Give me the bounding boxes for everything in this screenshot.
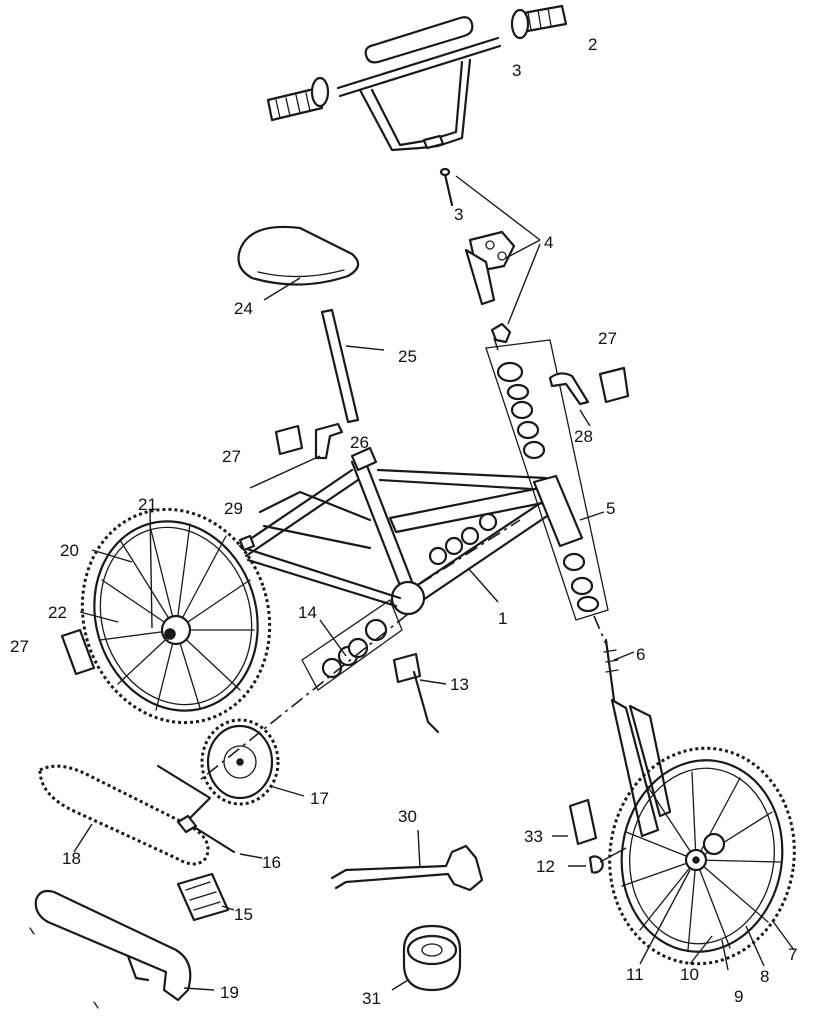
front-fork xyxy=(603,638,672,838)
callout-2: 2 xyxy=(588,35,597,54)
kickstand xyxy=(392,652,447,734)
reflector-bracket-front xyxy=(548,366,630,427)
callout-27-side: 27 xyxy=(10,637,29,656)
callout-13: 13 xyxy=(450,675,469,694)
seat xyxy=(237,225,360,301)
callout-27-rear: 27 xyxy=(222,447,241,466)
callout-12: 12 xyxy=(536,857,555,876)
rear-wheel xyxy=(79,507,272,725)
callout-33: 33 xyxy=(524,827,543,846)
callout-25: 25 xyxy=(398,347,417,366)
center-line-bearing xyxy=(419,519,521,585)
callout-19: 19 xyxy=(220,983,239,1002)
center-line-stem xyxy=(493,337,499,351)
training-wheel-arm xyxy=(330,829,484,892)
center-line-crank xyxy=(199,613,409,781)
callout-26: 26 xyxy=(350,433,369,452)
callout-8: 8 xyxy=(760,967,769,986)
frame xyxy=(238,446,584,616)
chainring xyxy=(200,718,305,806)
callout-22: 22 xyxy=(48,603,67,622)
callout-30: 30 xyxy=(398,807,417,826)
callout-28: 28 xyxy=(574,427,593,446)
front-wheel xyxy=(608,746,796,971)
crank-bearing-kit xyxy=(301,599,403,691)
callout-4: 4 xyxy=(544,233,553,252)
reflector-front-wheel xyxy=(552,798,598,846)
reflector-side xyxy=(60,628,96,676)
callout-16: 16 xyxy=(262,853,281,872)
callout-18: 18 xyxy=(62,849,81,868)
hub-cap xyxy=(391,924,462,992)
callout-20: 20 xyxy=(60,541,79,560)
callout-labels: 2 3 3 4 24 25 27 28 26 27 29 5 21 20 22 … xyxy=(10,35,797,1008)
right-grip xyxy=(510,4,568,40)
left-grip xyxy=(266,76,330,122)
stem-assembly xyxy=(439,167,541,344)
callout-27-front: 27 xyxy=(598,329,617,348)
callout-21: 21 xyxy=(138,495,157,514)
callout-31: 31 xyxy=(362,989,381,1008)
reflector-bracket-rear xyxy=(249,422,344,489)
callout-stem-bolt: 3 xyxy=(454,205,463,224)
center-line-steer xyxy=(593,615,607,645)
callout-11: 11 xyxy=(626,965,644,984)
pedal xyxy=(176,872,235,922)
callout-1: 1 xyxy=(498,609,507,628)
callout-15: 15 xyxy=(234,905,253,924)
callout-14: 14 xyxy=(298,603,317,622)
callout-6: 6 xyxy=(636,645,645,664)
callout-9: 9 xyxy=(734,987,743,1006)
chain-guard xyxy=(29,889,215,1009)
callout-5: 5 xyxy=(606,499,615,518)
chain xyxy=(38,764,210,866)
callout-24: 24 xyxy=(234,299,253,318)
callout-7: 7 xyxy=(788,945,797,964)
callout-29: 29 xyxy=(224,499,243,518)
callout-17: 17 xyxy=(310,789,329,808)
seat-post xyxy=(320,308,385,424)
callout-10: 10 xyxy=(680,965,699,984)
headset-kit xyxy=(485,339,609,621)
callout-3: 3 xyxy=(512,61,521,80)
handlebar-assembly xyxy=(266,4,568,152)
axle-nut xyxy=(568,847,627,874)
crank-arm xyxy=(156,764,263,859)
